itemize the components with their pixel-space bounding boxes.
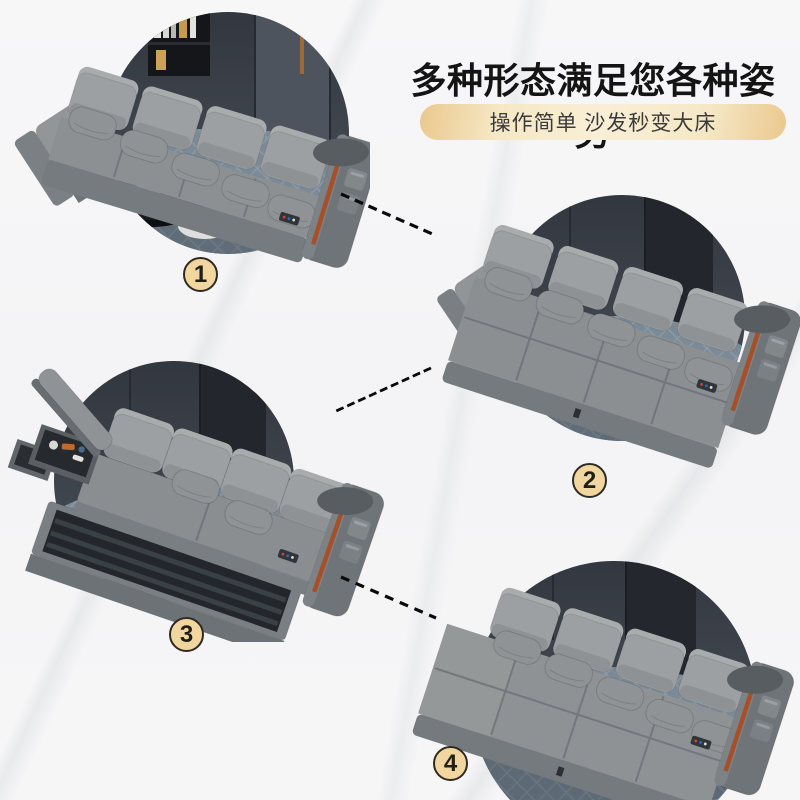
step-badge-3: 3	[169, 617, 204, 652]
pull-latch	[555, 766, 565, 777]
sofa-seat-extended	[437, 222, 800, 468]
scene-3-sofa-storage-open	[7, 361, 389, 642]
lifted-storage-lid	[31, 368, 113, 457]
scene-4-full-bed	[412, 561, 799, 800]
open-storage-box	[7, 424, 103, 485]
wall-handle	[300, 26, 304, 74]
sofa-storage-open	[7, 368, 389, 642]
pull-latch	[572, 408, 582, 419]
sofa-converted-to-bed	[412, 585, 799, 800]
bookshelf	[148, 12, 210, 76]
scene-1-sofa-original	[14, 12, 370, 272]
step-badge-1: 1	[183, 257, 218, 292]
sofa-l-shape	[14, 64, 370, 272]
subtitle-badge: 操作简单 沙发秒变大床	[420, 104, 786, 140]
step-badge-2: 2	[572, 463, 607, 498]
stored-item	[49, 440, 59, 450]
scene-2-sofa-extended	[437, 195, 800, 468]
sofa-base	[41, 160, 308, 263]
slatted-bed-frame	[25, 501, 303, 642]
step-badge-4: 4	[433, 746, 468, 781]
